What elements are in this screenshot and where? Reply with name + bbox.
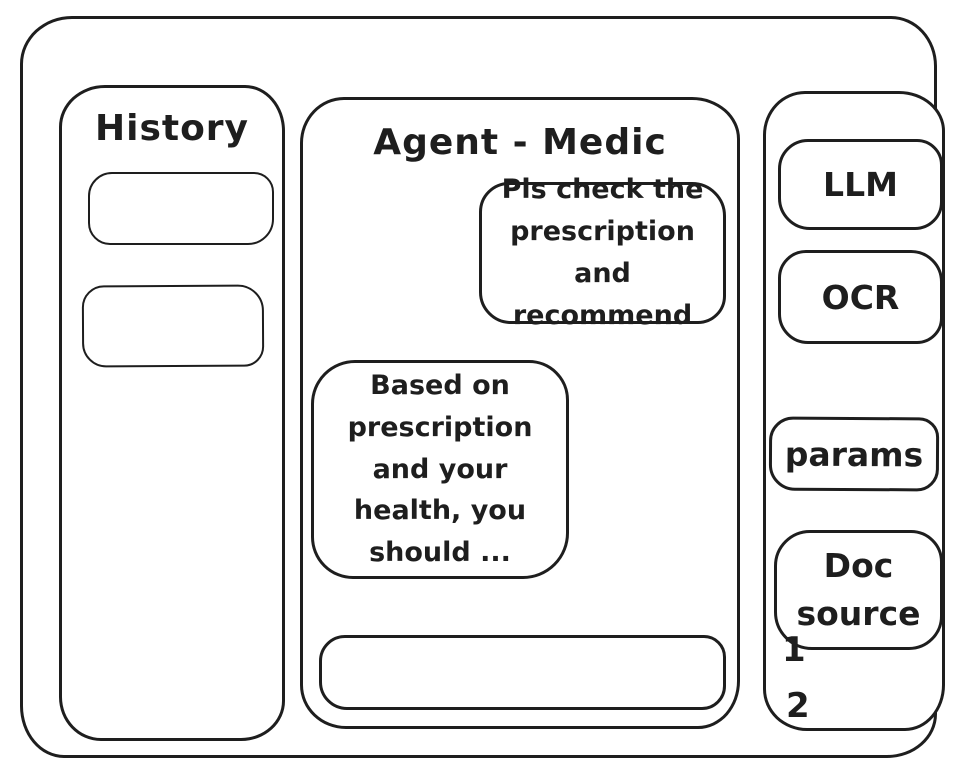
history-title: History xyxy=(94,108,250,149)
user-message-bubble: Pls check the prescription and recommend xyxy=(479,174,726,331)
tools-sidebar: LLM OCR params Doc source 1 2 xyxy=(763,91,945,731)
params-button[interactable]: params xyxy=(768,416,940,492)
chat-panel: Agent - Medic Pls check the prescription… xyxy=(300,97,740,729)
llm-button-label: LLM xyxy=(823,165,898,204)
history-item[interactable] xyxy=(88,172,274,245)
history-sidebar: History xyxy=(59,85,285,741)
history-item[interactable] xyxy=(81,284,265,368)
ocr-button-label: OCR xyxy=(821,277,900,317)
doc-source-button[interactable]: Doc source xyxy=(774,530,943,650)
ocr-button[interactable]: OCR xyxy=(778,250,943,344)
user-message-text: Pls check the prescription and recommend xyxy=(501,174,704,331)
llm-button[interactable]: LLM xyxy=(778,139,943,230)
chat-title: Agent - Medic xyxy=(373,122,667,163)
doc-source-item-2[interactable]: 2 xyxy=(786,686,810,726)
agent-message-text: Based on prescription and your health, y… xyxy=(347,369,533,569)
agent-message-bubble: Based on prescription and your health, y… xyxy=(311,360,569,579)
app-frame: History Agent - Medic Pls check the pres… xyxy=(20,16,945,758)
doc-source-item-1[interactable]: 1 xyxy=(782,630,806,670)
message-input[interactable] xyxy=(319,635,726,710)
params-button-label: params xyxy=(784,434,924,474)
doc-source-button-label: Doc source xyxy=(796,546,921,633)
